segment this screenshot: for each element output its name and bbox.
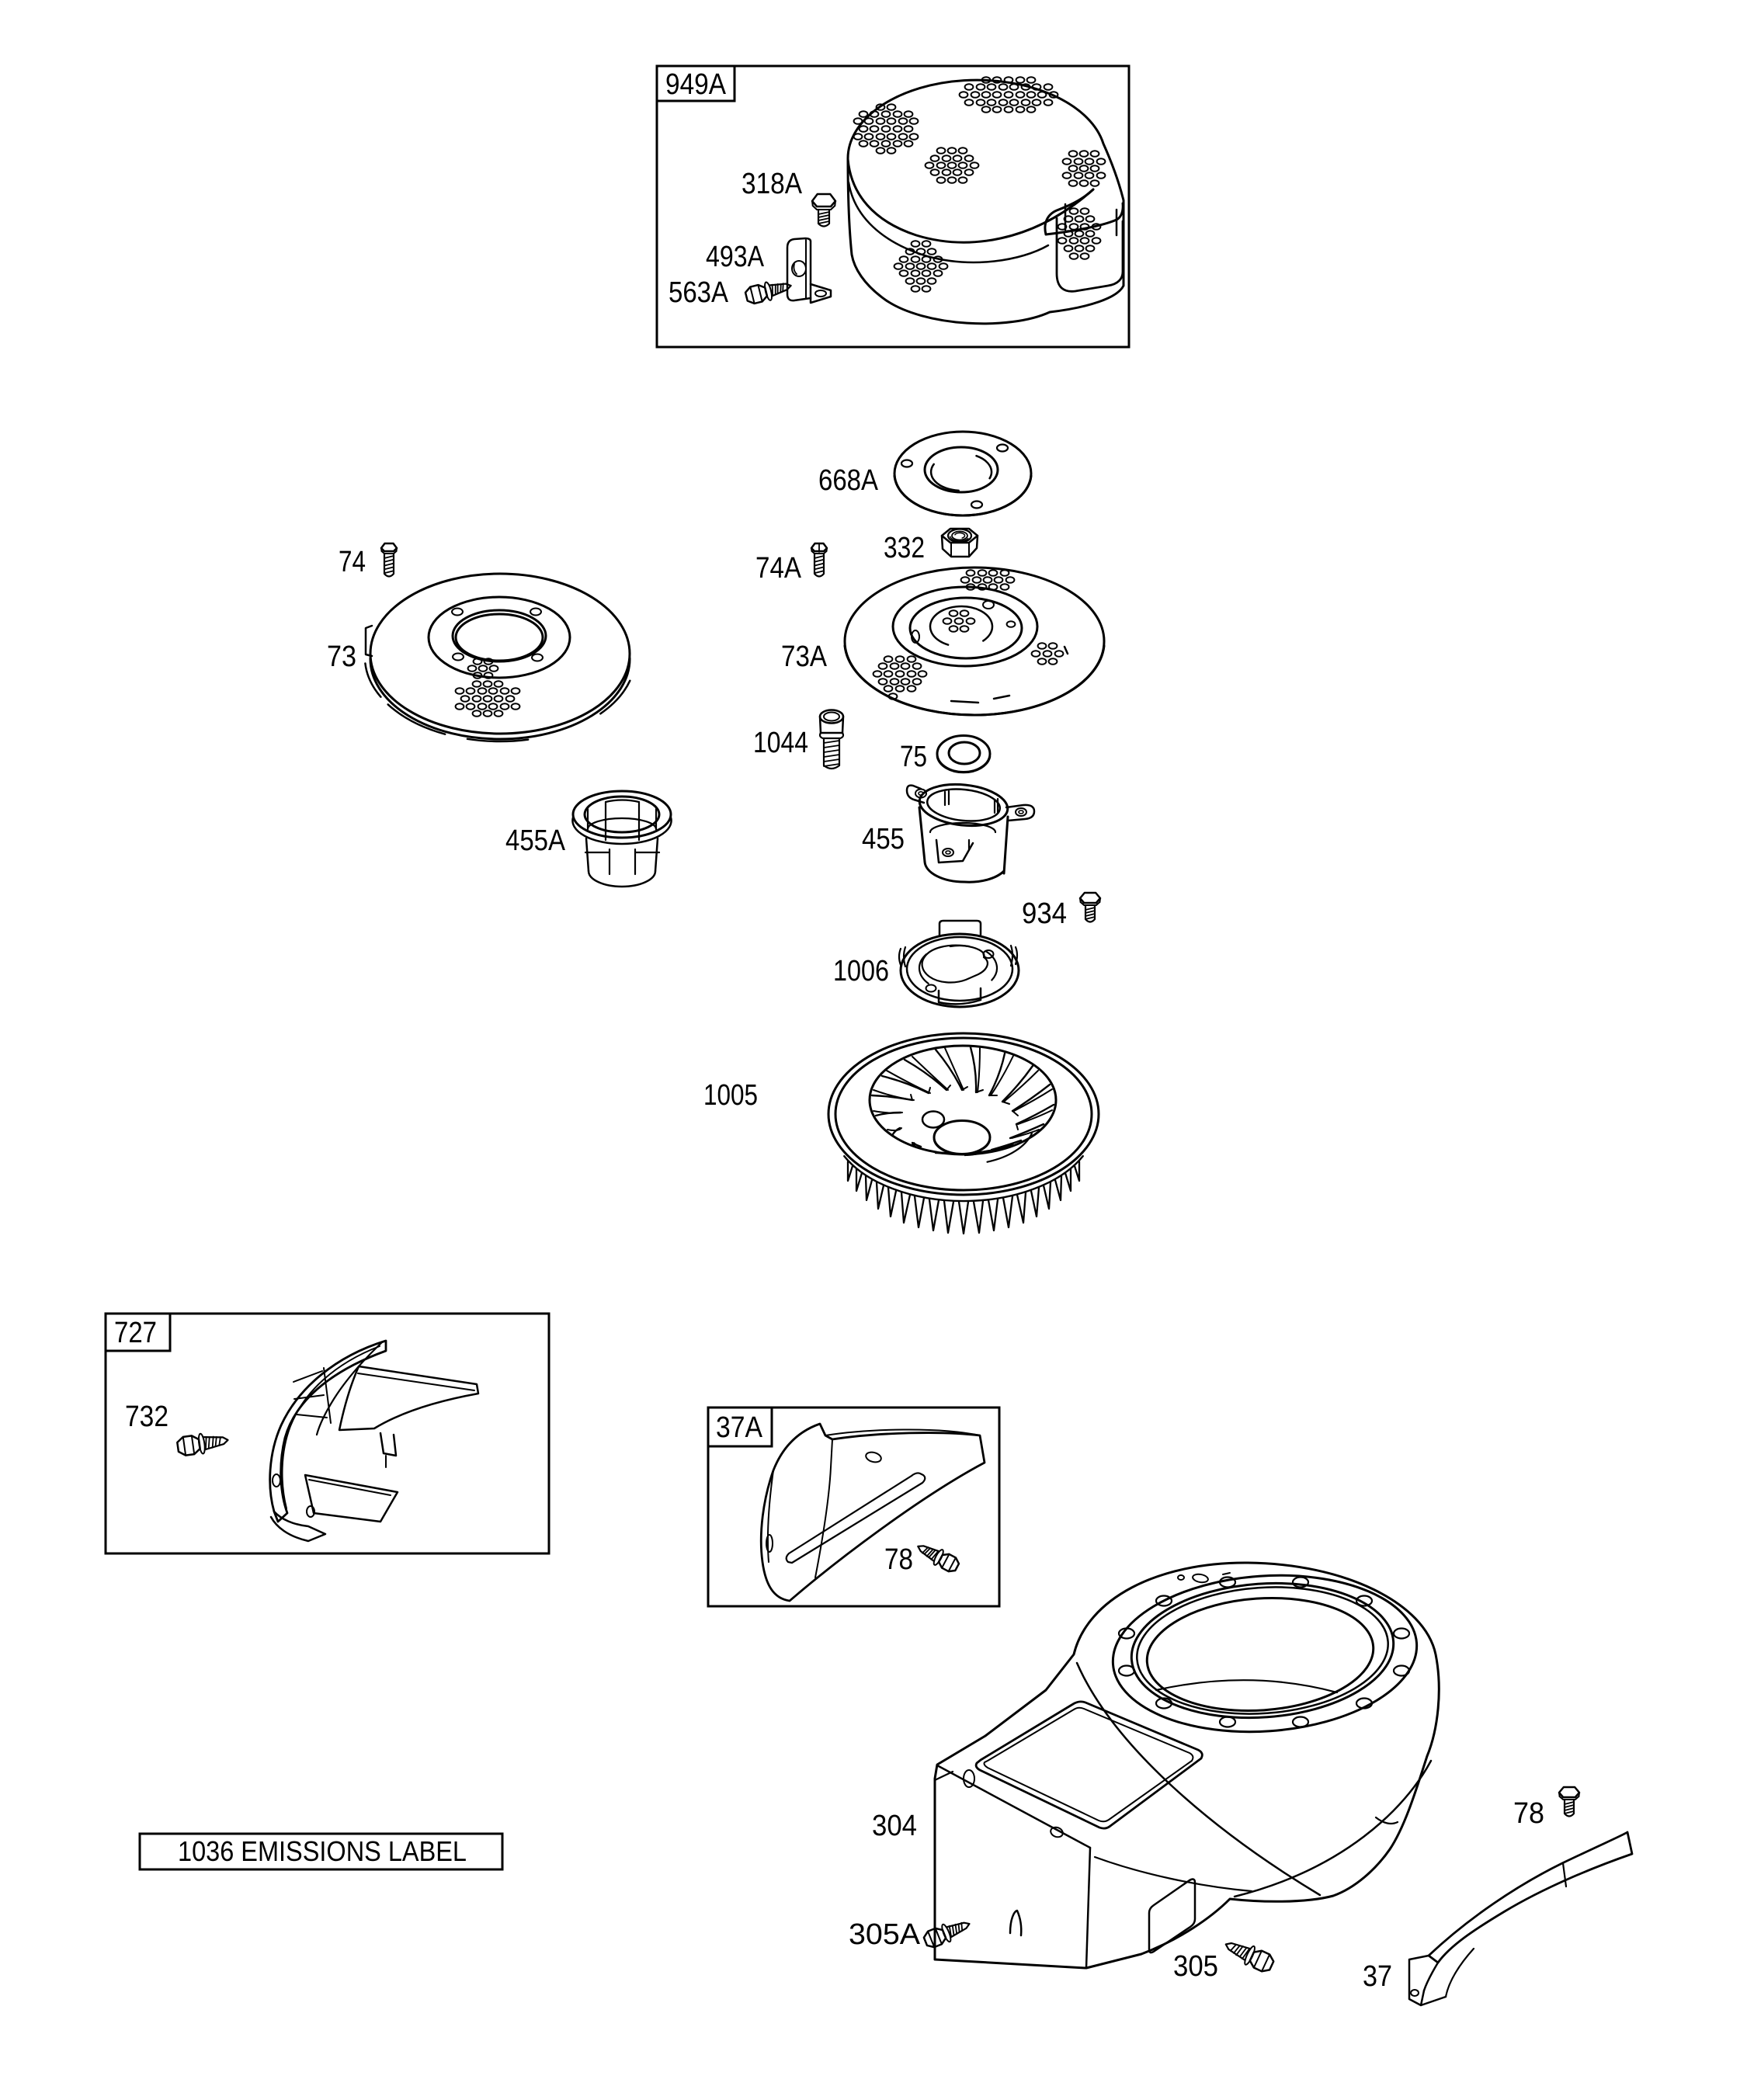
svg-text:75: 75 [900, 741, 927, 773]
svg-text:563A: 563A [669, 276, 729, 309]
svg-text:493A: 493A [706, 241, 765, 273]
svg-text:305: 305 [1173, 1950, 1218, 1983]
svg-text:455: 455 [862, 823, 905, 856]
svg-text:1005: 1005 [703, 1079, 758, 1112]
svg-text:305A: 305A [849, 1918, 921, 1951]
svg-text:304: 304 [872, 1810, 917, 1842]
svg-text:934: 934 [1022, 897, 1067, 930]
svg-text:455A: 455A [505, 824, 566, 857]
svg-text:732: 732 [125, 1401, 168, 1433]
svg-text:668A: 668A [818, 464, 879, 497]
svg-text:37: 37 [1363, 1960, 1392, 1993]
svg-text:37A: 37A [716, 1411, 763, 1444]
svg-text:332: 332 [884, 532, 925, 564]
svg-text:73A: 73A [781, 640, 828, 673]
svg-text:1044: 1044 [753, 727, 808, 759]
svg-text:727: 727 [114, 1317, 157, 1349]
svg-text:318A: 318A [742, 168, 803, 200]
svg-text:73: 73 [327, 640, 356, 673]
svg-text:1006: 1006 [833, 955, 889, 988]
svg-text:78: 78 [884, 1543, 913, 1576]
svg-text:78: 78 [1513, 1797, 1544, 1830]
svg-text:1036 EMISSIONS LABEL: 1036 EMISSIONS LABEL [178, 1835, 467, 1867]
svg-text:74: 74 [339, 546, 366, 578]
svg-text:949A: 949A [665, 68, 727, 101]
svg-text:74A: 74A [755, 552, 802, 585]
